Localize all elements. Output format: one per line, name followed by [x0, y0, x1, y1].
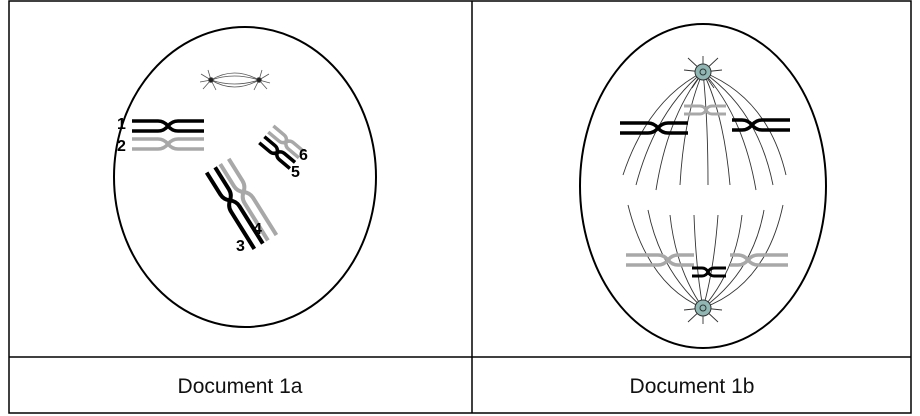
cell-membrane: [114, 27, 376, 327]
centrosome-bottom: [695, 300, 711, 316]
table-border: [9, 1, 911, 413]
centrosome-pair: [200, 70, 270, 90]
cell-diagram-1b: [580, 24, 826, 348]
chromosome-2: [132, 139, 204, 149]
chromosome-label-5: 5: [291, 164, 300, 181]
caption-document-1a: Document 1a: [178, 375, 303, 398]
chromosome-label-6: 6: [299, 147, 308, 164]
chromosome-label-1: 1: [117, 116, 126, 133]
chromosome-label-2: 2: [117, 138, 126, 155]
chromosome-bottom-left-grey: [626, 255, 694, 265]
figure-svg: 1 2 3 4 5 6: [8, 0, 912, 414]
chromosome-top-right-dark: [732, 120, 790, 130]
cell-diagram-1a: 1 2 3 4 5 6: [114, 27, 376, 327]
chromosome-label-4: 4: [253, 221, 262, 238]
chromosome-bottom-center-dark: [692, 268, 726, 276]
chromosome-1: [132, 121, 204, 131]
figure-table: 1 2 3 4 5 6: [8, 0, 912, 414]
centrosome-top: [695, 64, 711, 80]
chromosome-label-3: 3: [236, 238, 245, 255]
chromosome-top-left-dark: [620, 123, 688, 133]
caption-document-1b: Document 1b: [630, 375, 755, 398]
chromosome-bottom-right-grey: [730, 255, 788, 265]
